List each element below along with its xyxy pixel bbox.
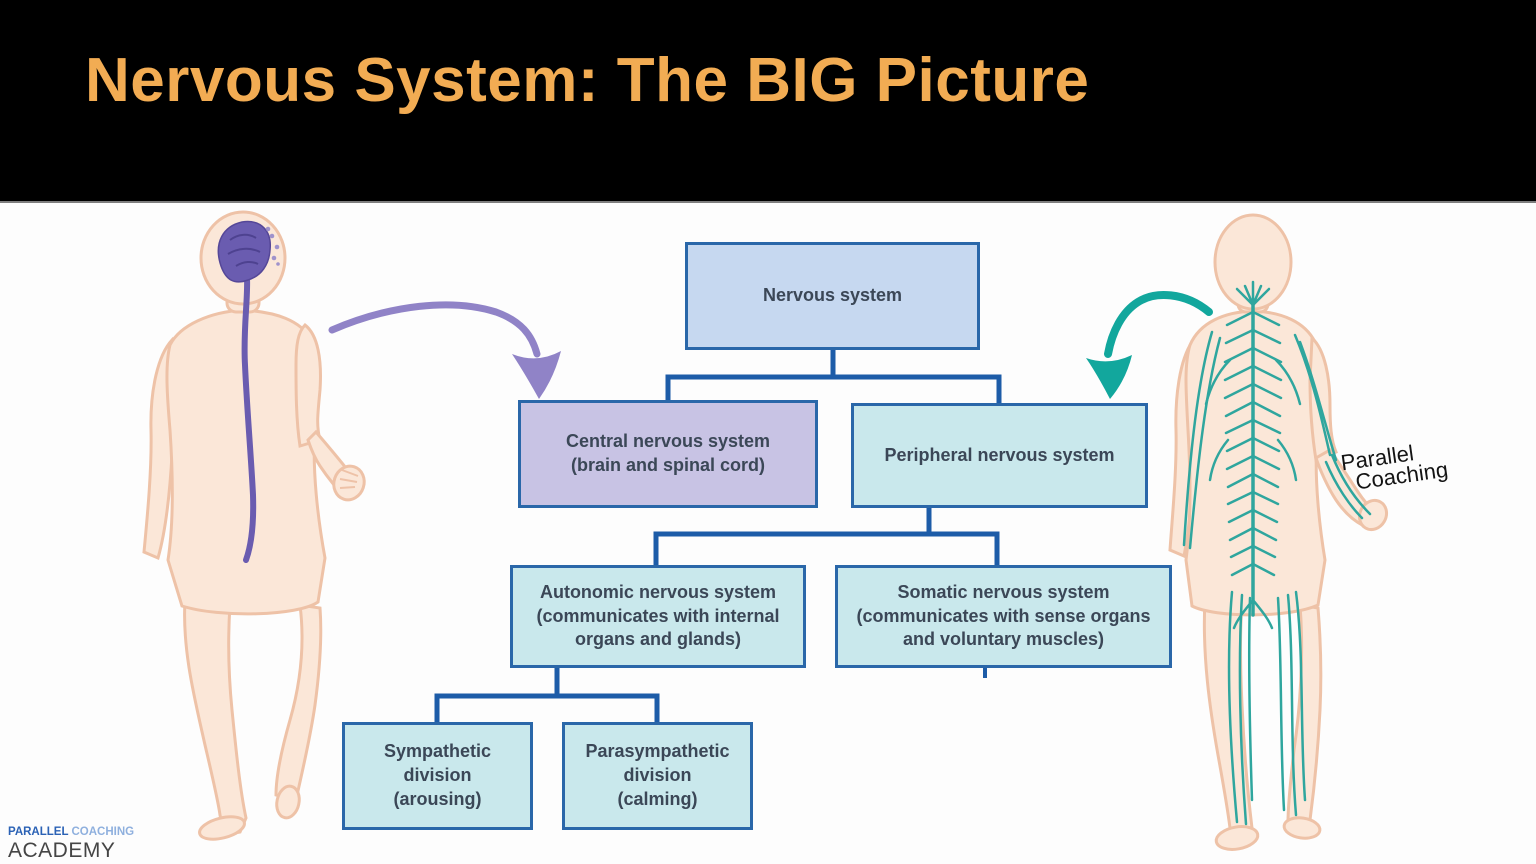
box-nervous-system-label: Nervous system [762,285,903,306]
logo-academy: ACADEMY [8,839,116,862]
box-central-nervous-system: Central nervous system (brain and spinal… [518,400,818,508]
slide-header: Nervous System: The BIG Picture [0,0,1536,203]
box-somatic-nervous-system-label: Somatic nervous system (communicates wit… [856,581,1151,650]
logo-coaching: COACHING [71,826,135,838]
flowchart-connectors [434,349,1002,724]
nerve-network-illustration [1182,280,1372,826]
brain-spinal-cord-illustration [217,220,280,563]
box-parasympathetic-division: Parasympathetic division (calming) [562,722,753,830]
box-autonomic-nervous-system: Autonomic nervous system (communicates w… [510,565,806,668]
cns-arrow [328,301,561,399]
left-body-figure [142,210,366,841]
box-sympathetic-division-label: Sympathetic division (arousing) [383,741,492,809]
box-somatic-nervous-system: Somatic nervous system (communicates wit… [835,565,1172,668]
box-peripheral-nervous-system: Peripheral nervous system [851,403,1148,508]
box-sympathetic-division: Sympathetic division (arousing) [342,722,533,830]
box-parasympathetic-division-label: Parasympathetic division (calming) [585,741,730,809]
slide-title: Nervous System: The BIG Picture [85,46,1090,115]
logo-parallel: PARALLEL [8,826,69,838]
box-peripheral-nervous-system-label: Peripheral nervous system [884,444,1115,465]
stipple-dots [265,226,280,266]
spinal-cord-icon [241,275,257,563]
right-body-figure [1168,213,1389,851]
box-autonomic-nervous-system-label: Autonomic nervous system (communicates w… [536,581,780,650]
pns-arrow [1086,291,1213,399]
box-nervous-system: Nervous system [685,242,980,350]
brain-icon [217,220,271,283]
box-central-nervous-system-label: Central nervous system (brain and spinal… [565,431,771,475]
